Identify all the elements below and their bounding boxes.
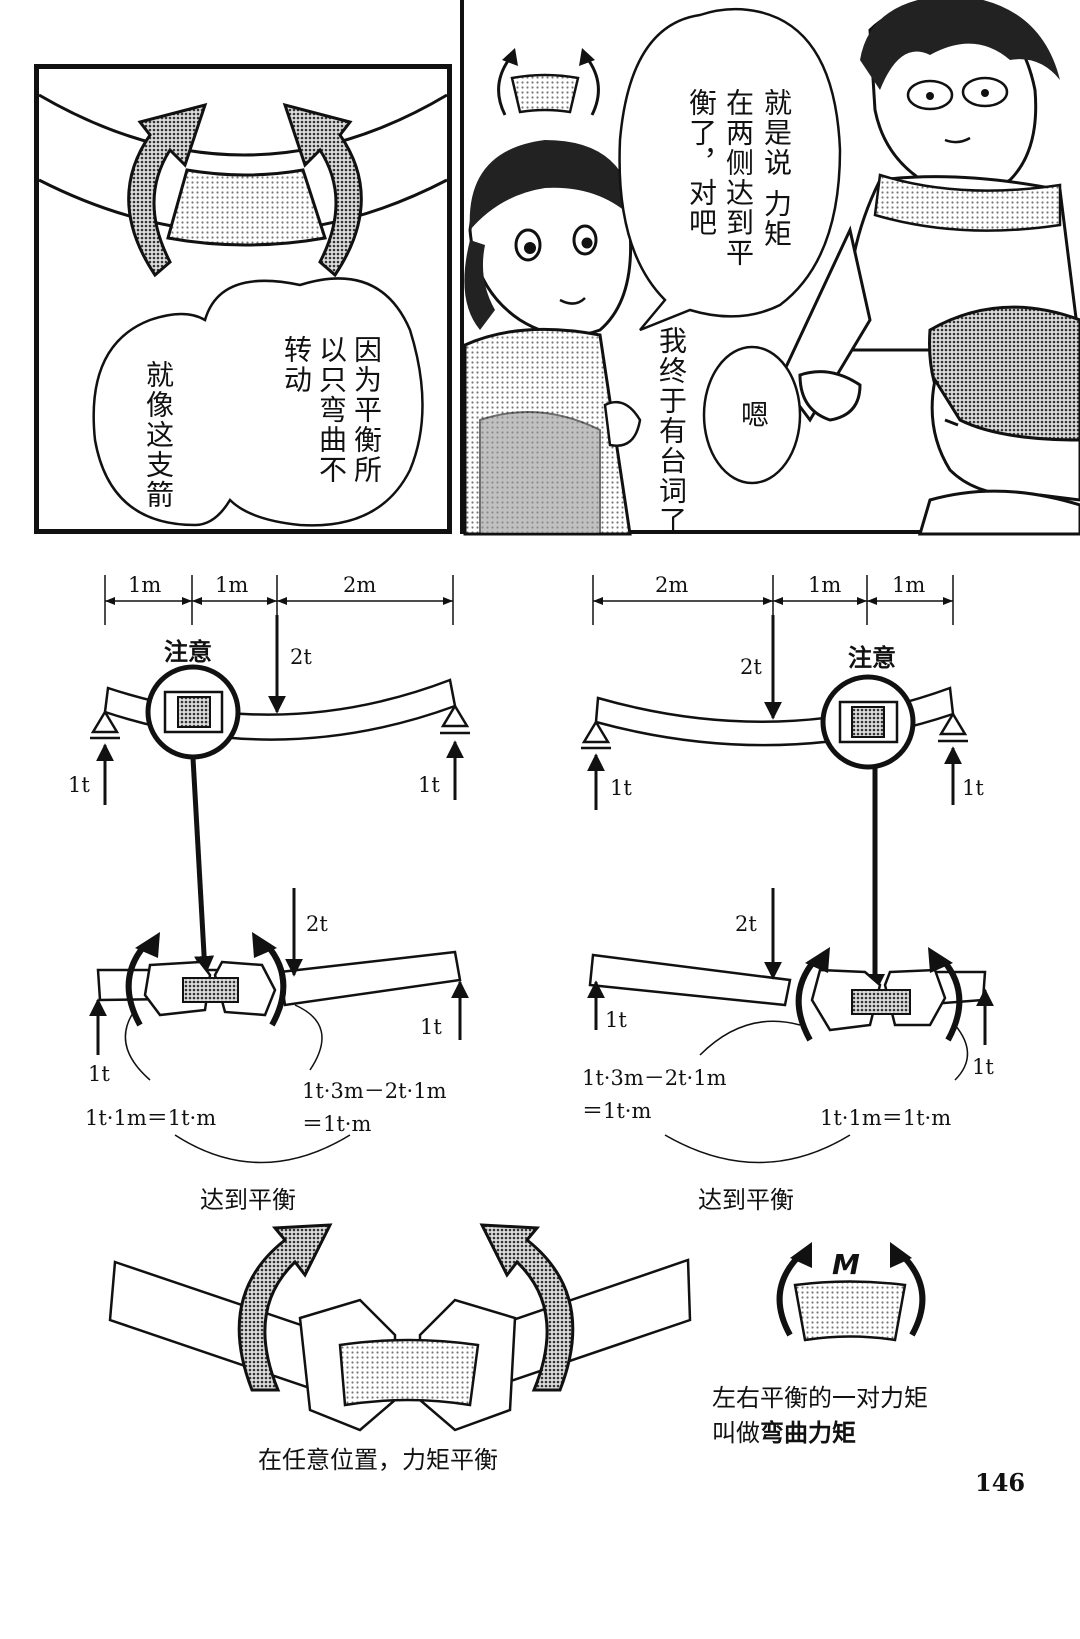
right-moment-right: 1t·1m＝1t·m: [820, 1106, 952, 1130]
page-number: 146: [975, 1468, 1026, 1497]
right-lower-right: 1t: [972, 1055, 994, 1079]
left-dim-2: 1m: [215, 573, 249, 597]
bottom-caption-right-2: 叫做弯曲力矩: [712, 1413, 856, 1448]
left-moment-right-1: 1t·3m－2t·1m: [302, 1079, 447, 1103]
right-moment-left-2: ＝1t·m: [582, 1099, 652, 1123]
right-moment-left-1: 1t·3m－2t·1m: [582, 1066, 727, 1090]
m-label: M: [832, 1248, 860, 1281]
left-moment-left: 1t·1m＝1t·m: [85, 1106, 217, 1130]
panel1-bubble-text-2: 以只弯曲不: [315, 335, 349, 485]
bottom-caption-left: 在任意位置，力矩平衡: [258, 1446, 498, 1474]
right-balanced-label: 达到平衡: [698, 1186, 794, 1214]
panel2-side-text: 我终于有台词了: [655, 326, 689, 536]
right-dim-3: 1m: [892, 573, 926, 597]
left-dim-3: 2m: [343, 573, 377, 597]
left-reaction-right: 1t: [418, 773, 440, 797]
bottom-caption-right-1: 左右平衡的一对力矩: [712, 1384, 928, 1412]
right-load-label: 2t: [740, 655, 762, 679]
left-load-label: 2t: [290, 645, 312, 669]
caption-prefix: 叫做: [712, 1419, 760, 1447]
left-dim-1: 1m: [128, 573, 162, 597]
right-dim-1: 2m: [655, 573, 689, 597]
right-dim-2: 1m: [808, 573, 842, 597]
caption-term: 弯曲力矩: [760, 1419, 856, 1447]
panel1-bubble-text-4: 就像这支箭: [142, 360, 176, 510]
panel1-bubble-text-3: 转动: [280, 335, 314, 395]
left-moment-right-2: ＝1t·m: [302, 1112, 372, 1136]
left-lower-right: 1t: [420, 1015, 442, 1039]
left-lower-left: 1t: [88, 1062, 110, 1086]
left-callout-label: 注意: [164, 638, 212, 666]
right-lower-load: 2t: [735, 912, 757, 936]
panel2-speech-line-2: 在两侧达到平: [722, 88, 756, 268]
left-lower-load: 2t: [306, 912, 328, 936]
panel1-bubble-text-1: 因为平衡所: [350, 335, 384, 485]
right-reaction-left: 1t: [610, 776, 632, 800]
left-balanced-label: 达到平衡: [200, 1186, 296, 1214]
right-reaction-right: 1t: [962, 776, 984, 800]
left-reaction-left: 1t: [68, 773, 90, 797]
panel2-speech-line-3: 衡了，对吧: [685, 88, 719, 238]
right-lower-left: 1t: [605, 1008, 627, 1032]
right-callout-label: 注意: [848, 644, 896, 672]
panel2-speech-line-1: 就是说 力矩: [760, 88, 794, 249]
panel2-speech-small: 嗯: [737, 400, 771, 430]
